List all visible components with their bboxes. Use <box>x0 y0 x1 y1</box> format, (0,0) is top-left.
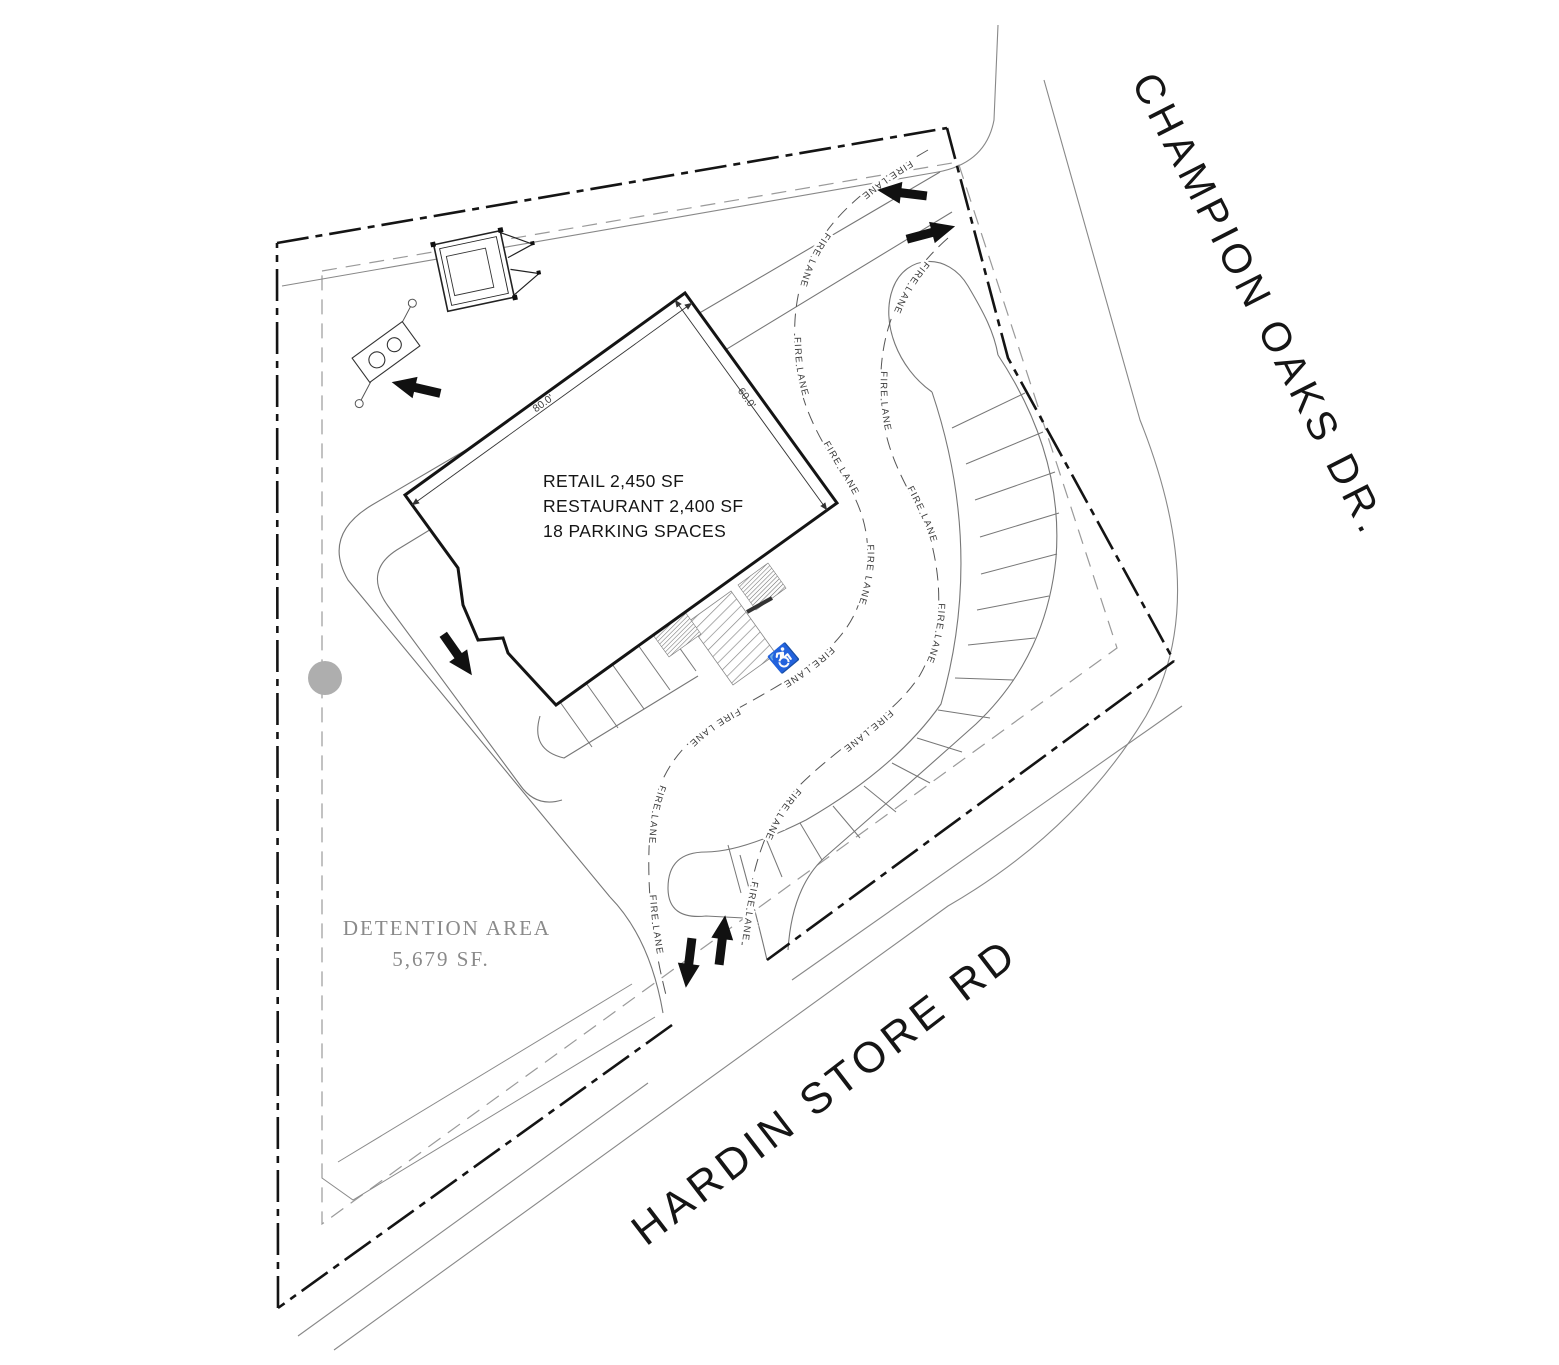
building-label-line3: 18 PARKING SPACES <box>543 521 726 541</box>
arrow-enter-bottom-icon <box>711 915 734 966</box>
fire-lane-label: FIRE LANE <box>921 601 948 668</box>
svg-text:FIRE LANE: FIRE LANE <box>797 230 832 289</box>
accessible-parking-icon: ♿ <box>765 640 801 676</box>
detention-area-outline <box>321 983 656 1201</box>
building-label: RETAIL 2,450 SF RESTAURANT 2,400 SF 18 P… <box>543 471 744 541</box>
svg-text:FIRE LANE: FIRE LANE <box>762 786 803 842</box>
fire-lane-label: FIRE LANE <box>644 892 666 958</box>
fire-lane-label: FIRE LANE <box>902 482 940 547</box>
fire-lane-label: FIRE LANE <box>684 703 743 751</box>
building-label-line2: RESTAURANT 2,400 SF <box>543 496 744 516</box>
building-label-line1: RETAIL 2,450 SF <box>543 471 684 491</box>
svg-text:FIRE LANE: FIRE LANE <box>905 484 940 544</box>
svg-text:FIRE LANE: FIRE LANE <box>739 880 759 942</box>
parking-sign-bar <box>746 596 773 614</box>
traffic-arrows <box>391 181 956 988</box>
arrow-exit-top-icon <box>877 181 928 204</box>
property-boundary <box>275 126 1176 1310</box>
fire-lane-label: FIRE LANE <box>853 542 877 610</box>
road-edge-lines <box>281 24 1183 1351</box>
dumpster-enclosure-icon <box>430 227 542 313</box>
fire-lane-label: FIRE LANE <box>795 228 834 292</box>
fire-lane-label: FIRE LANE <box>875 369 894 436</box>
detention-area-label: DETENTION AREA 5,679 SF. <box>343 916 551 971</box>
monument-sign-icon <box>351 298 421 409</box>
dimension-lines <box>411 299 828 511</box>
building-setback-line <box>321 161 1118 1226</box>
parking-crescent <box>667 261 1060 951</box>
drive-aisle-lines <box>338 171 953 1014</box>
arrow-enter-top-icon <box>905 221 956 244</box>
arrow-aisle-south-icon <box>439 631 472 676</box>
fire-lane-label: FIRE LANE <box>888 257 932 319</box>
fire-lane-label: FIRE LANE <box>789 334 812 400</box>
arrow-exit-bottom-icon <box>677 937 700 988</box>
fire-lane-label: FIRE LANE <box>737 878 761 945</box>
svg-text:FIRE LANE: FIRE LANE <box>891 259 932 316</box>
svg-text:FIRE LANE: FIRE LANE <box>686 706 742 749</box>
fire-lane-label: FIRE LANE <box>760 783 805 844</box>
detention-label-line2: 5,679 SF. <box>392 947 489 971</box>
fire-lane-label: FIRE LANE <box>644 781 669 847</box>
fire-lane-label: FIRE LANE <box>838 705 896 757</box>
utility-marker-dot <box>308 661 342 695</box>
svg-text:FIRE LANE: FIRE LANE <box>646 784 668 845</box>
svg-text:FIRE LANE: FIRE LANE <box>792 337 811 398</box>
svg-text:FIRE LANE: FIRE LANE <box>856 544 876 607</box>
svg-text:FIRE LANE: FIRE LANE <box>924 603 947 665</box>
detention-label-line1: DETENTION AREA <box>343 916 551 940</box>
svg-text:FIRE LANE: FIRE LANE <box>841 707 895 754</box>
crosswalk-hatch <box>647 562 787 686</box>
svg-text:FIRE LANE: FIRE LANE <box>647 894 665 955</box>
street-label-champion-oaks: CHAMPION OAKS DR. <box>1123 65 1397 543</box>
arrow-aisle-west-icon <box>391 376 442 399</box>
svg-text:FIRE LANE: FIRE LANE <box>878 371 894 433</box>
